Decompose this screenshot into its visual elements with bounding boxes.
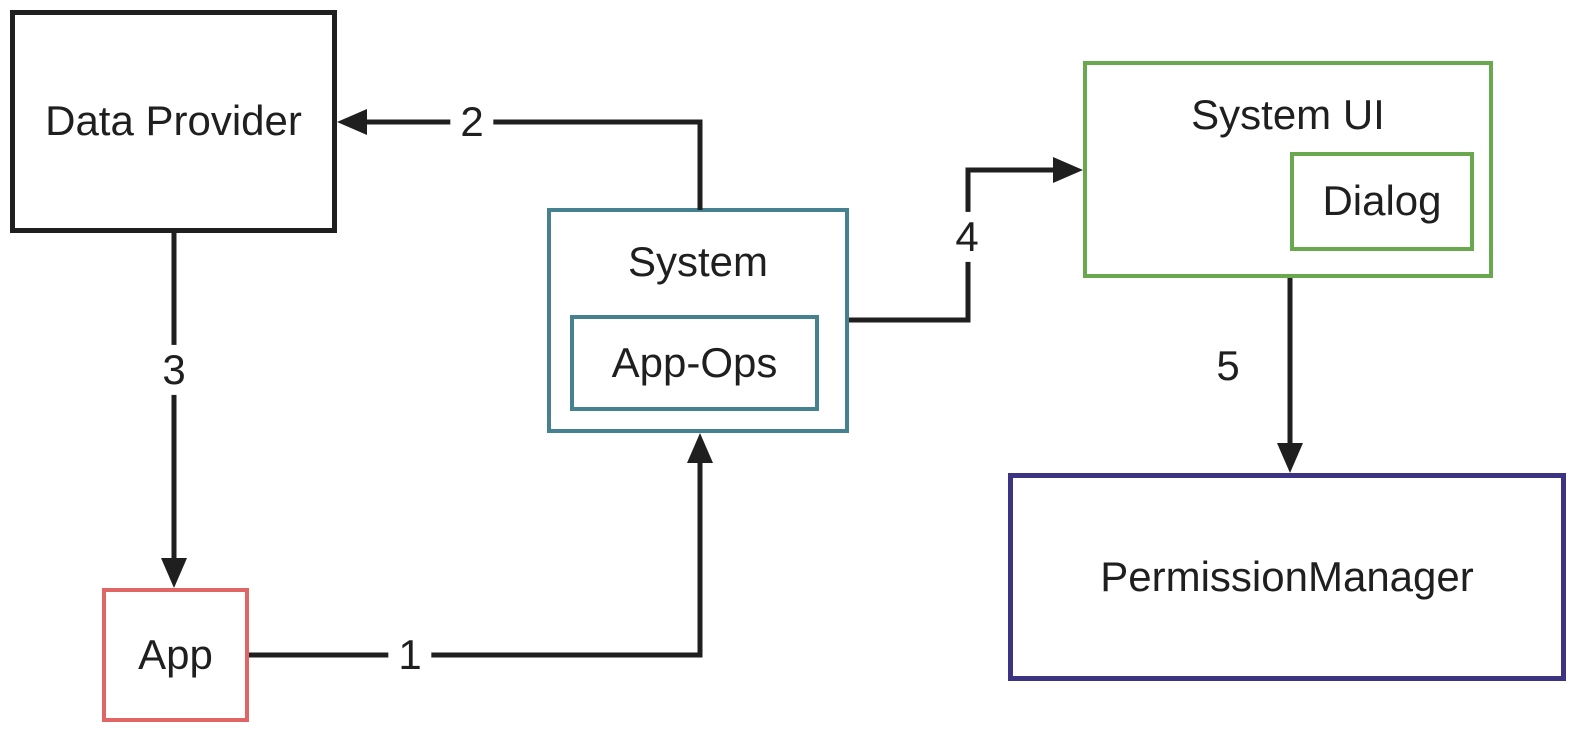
node-system-label: System [627, 238, 769, 285]
node-data-provider: Data Provider [10, 10, 337, 233]
node-app-ops: App-Ops [570, 315, 819, 411]
edge-5-label: 5 [1206, 340, 1250, 392]
edge-1-line [249, 458, 703, 658]
node-system-ui-label: System UI [1191, 91, 1385, 138]
node-permission-manager-label: PermissionManager [1100, 552, 1474, 600]
node-app-ops-label: App-Ops [611, 338, 778, 386]
edge-3-label: 3 [152, 344, 196, 396]
edge-2-line [360, 119, 703, 210]
node-app-label: App [138, 630, 213, 678]
node-app: App [102, 588, 249, 722]
node-dialog: Dialog [1290, 152, 1474, 251]
node-dialog-label: Dialog [1322, 177, 1442, 225]
edge-2-arrowhead [337, 109, 367, 135]
edge-3-arrowhead [161, 558, 187, 588]
edge-4-label: 4 [945, 211, 989, 263]
edge-4-arrowhead [1053, 157, 1083, 183]
node-data-provider-label: Data Provider [45, 97, 302, 145]
edge-1-arrowhead [687, 433, 713, 463]
edge-5-arrowhead [1277, 443, 1303, 473]
node-permission-manager: PermissionManager [1008, 473, 1566, 681]
edge-2-label: 2 [450, 96, 494, 148]
edge-1-label: 1 [388, 629, 432, 681]
